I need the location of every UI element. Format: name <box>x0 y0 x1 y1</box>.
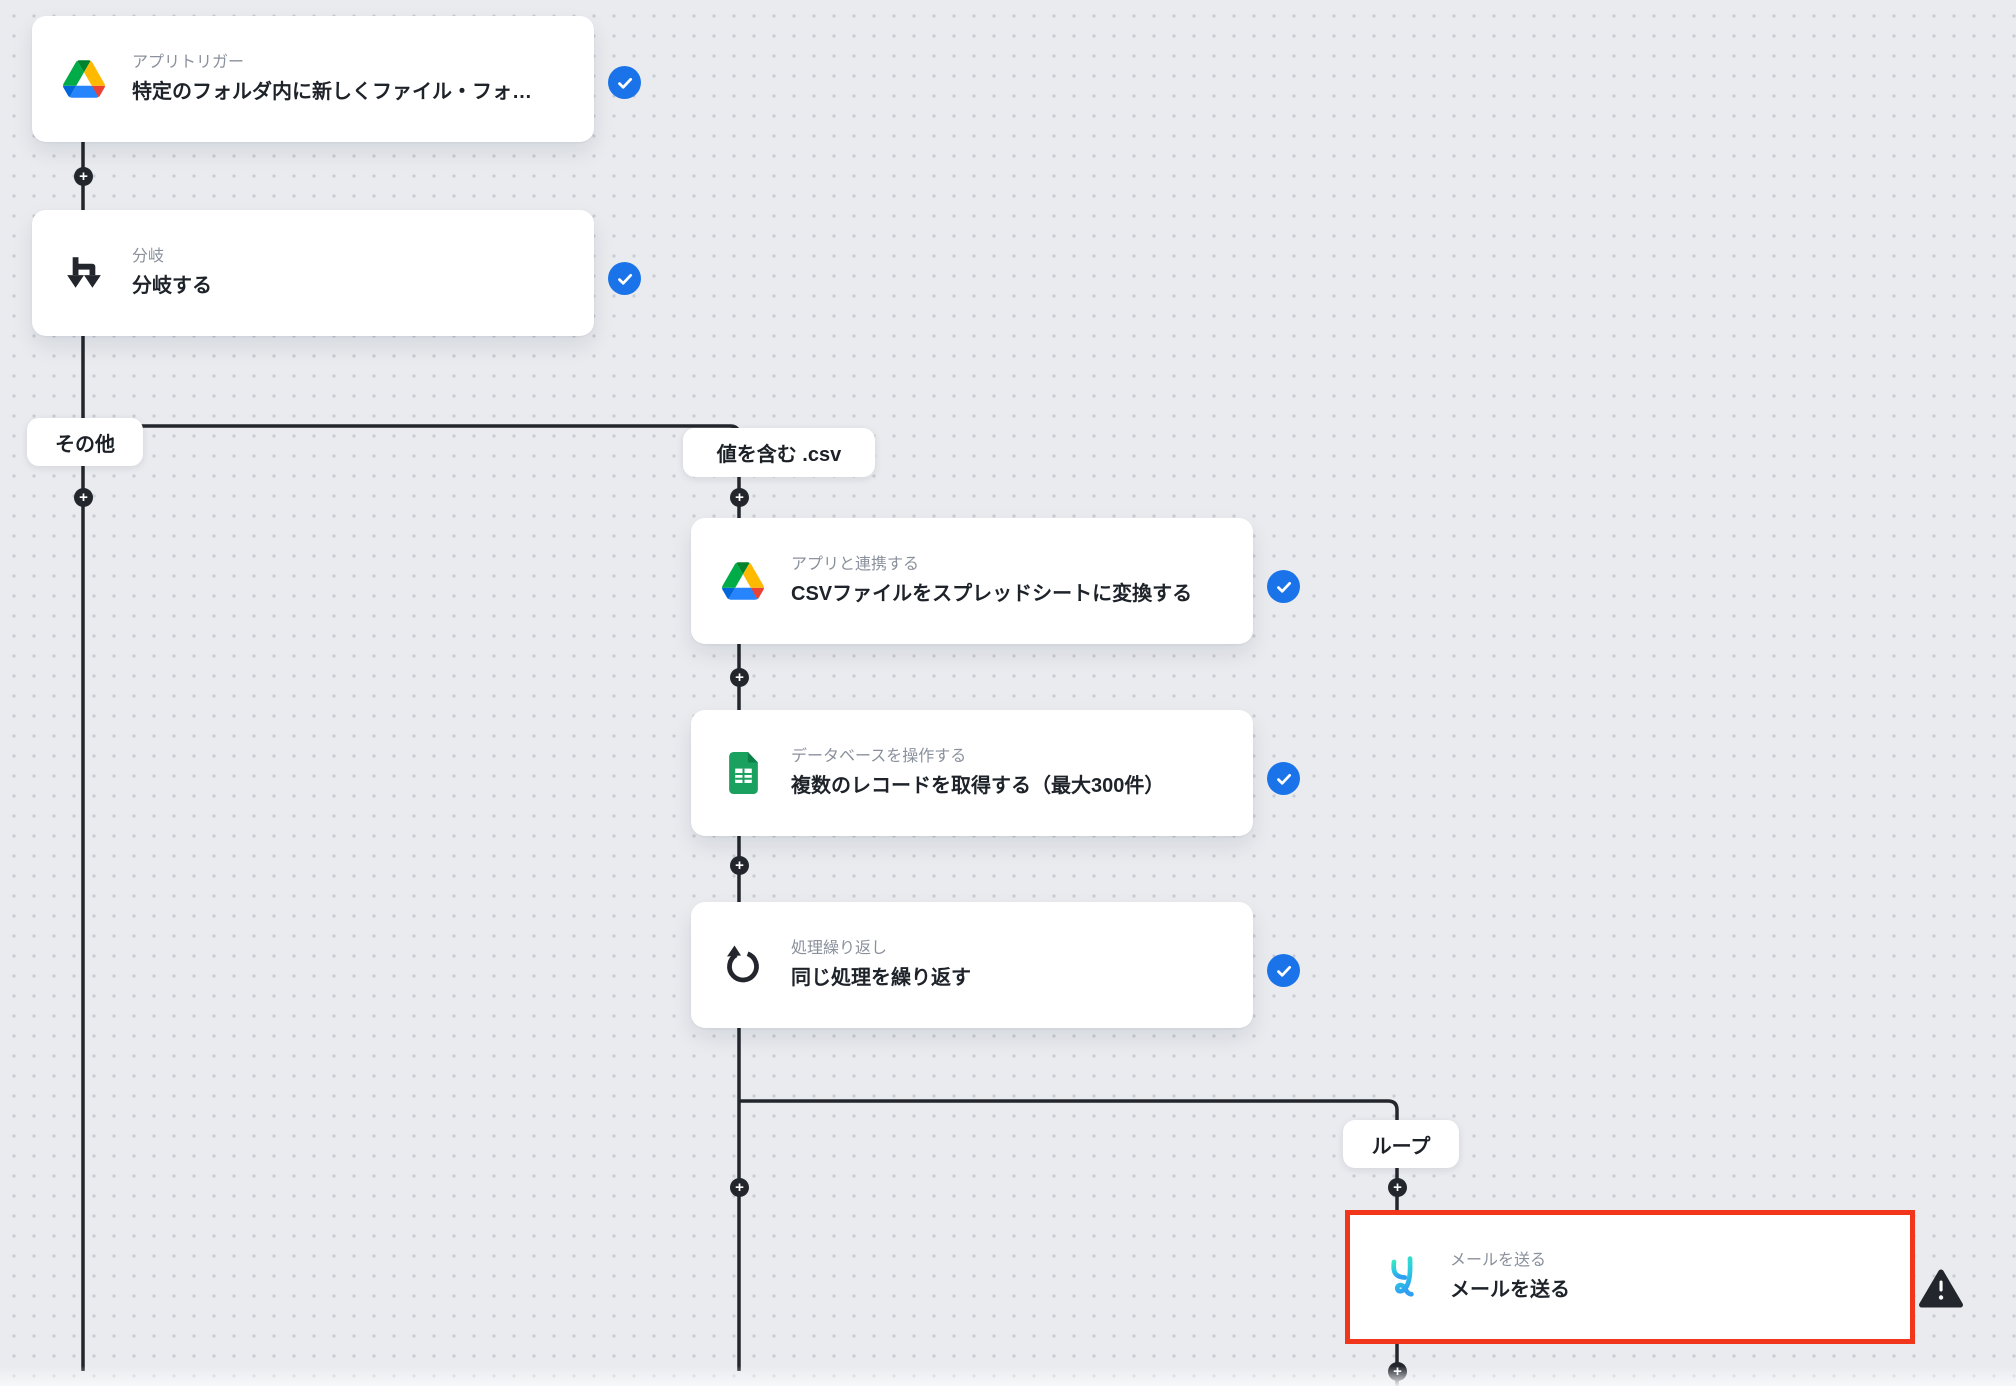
add-step-button[interactable]: + <box>1388 1178 1407 1197</box>
node-app-trigger[interactable]: アプリトリガー 特定のフォルダ内に新しくファイル・フォ… <box>32 16 594 142</box>
add-step-button[interactable]: + <box>730 1178 749 1197</box>
branch-label-other[interactable]: その他 <box>27 418 143 466</box>
node-get-records[interactable]: データベースを操作する 複数のレコードを取得する（最大300件） <box>691 710 1253 836</box>
node-send-mail[interactable]: メールを送る メールを送る <box>1350 1215 1910 1339</box>
add-step-button[interactable]: + <box>1388 1362 1407 1381</box>
node-repeat[interactable]: 処理繰り返し 同じ処理を繰り返す <box>691 902 1253 1028</box>
branch-icon <box>62 255 106 291</box>
node-title: 複数のレコードを取得する（最大300件） <box>791 774 1165 797</box>
node-category: 処理繰り返し <box>791 939 888 957</box>
add-step-button[interactable]: + <box>730 488 749 507</box>
node-title: 分岐する <box>132 274 212 297</box>
node-title: メールを送る <box>1450 1278 1570 1301</box>
check-icon <box>1276 581 1291 593</box>
repeat-icon <box>721 945 765 985</box>
google-drive-icon <box>62 60 106 98</box>
node-title: CSVファイルをスプレッドシートに変換する <box>791 582 1193 605</box>
check-icon <box>617 77 632 89</box>
node-send-mail-error-outline: メールを送る メールを送る <box>1345 1210 1915 1344</box>
node-category: アプリトリガー <box>132 53 245 71</box>
status-done-badge <box>608 262 641 295</box>
check-icon <box>1276 965 1291 977</box>
google-sheets-icon <box>721 752 765 794</box>
status-done-badge <box>1267 762 1300 795</box>
status-done-badge <box>1267 954 1300 987</box>
check-icon <box>617 273 632 285</box>
yoom-icon <box>1380 1254 1424 1300</box>
add-step-button[interactable]: + <box>730 856 749 875</box>
branch-label-contains-csv[interactable]: 値を含む .csv <box>683 428 875 477</box>
node-title: 同じ処理を繰り返す <box>791 966 971 989</box>
add-step-button[interactable]: + <box>74 488 93 507</box>
warning-icon <box>1917 1266 1965 1310</box>
status-done-badge <box>1267 570 1300 603</box>
google-drive-icon <box>721 562 765 600</box>
node-csv-convert[interactable]: アプリと連携する CSVファイルをスプレッドシートに変換する <box>691 518 1253 644</box>
node-branch[interactable]: 分岐 分岐する <box>32 210 594 336</box>
node-category: メールを送る <box>1450 1251 1547 1269</box>
add-step-button[interactable]: + <box>730 668 749 687</box>
node-category: アプリと連携する <box>791 555 920 573</box>
status-done-badge <box>608 66 641 99</box>
add-step-button[interactable]: + <box>74 167 93 186</box>
node-category: データベースを操作する <box>791 747 967 765</box>
branch-label-loop[interactable]: ループ <box>1343 1120 1459 1168</box>
node-category: 分岐 <box>132 247 165 265</box>
check-icon <box>1276 773 1291 785</box>
node-title: 特定のフォルダ内に新しくファイル・フォ… <box>132 80 532 103</box>
